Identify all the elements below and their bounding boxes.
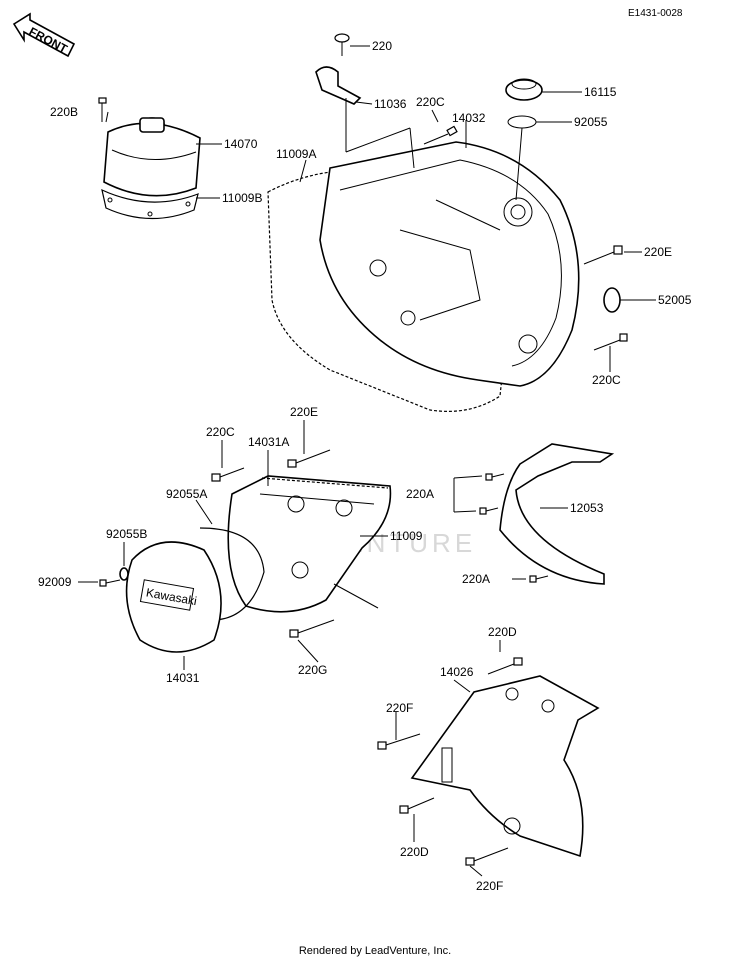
bolt-220D-top — [487, 657, 523, 675]
leader-lines — [78, 45, 656, 877]
label-220A-2: 220A — [462, 572, 490, 586]
label-52005: 52005 — [658, 293, 692, 307]
gasket-11009 — [261, 477, 389, 489]
label-92055: 92055 — [574, 115, 608, 129]
filler-cap-16115 — [505, 78, 543, 101]
label-14070: 14070 — [224, 137, 258, 151]
label-220D-top: 220D — [488, 625, 517, 639]
label-11009B: 11009B — [222, 191, 262, 205]
label-14032: 14032 — [452, 111, 486, 125]
label-12053: 12053 — [570, 501, 604, 515]
crankcase-cover-14032 — [319, 141, 580, 387]
bolt-220A-2 — [479, 507, 499, 515]
gasket-92055A — [199, 527, 265, 621]
label-11009: 11009 — [390, 529, 423, 543]
bolt-220A-3 — [529, 575, 549, 583]
label-220E-right: 220E — [644, 245, 672, 259]
clamp-11036 — [315, 66, 362, 105]
cover-14070 — [101, 117, 201, 220]
bolt-220F-top — [377, 733, 421, 750]
plug-52005 — [603, 287, 621, 313]
label-14031A: 14031A — [248, 435, 289, 449]
label-220D-bottom: 220D — [400, 845, 429, 859]
o-ring-92055 — [507, 115, 537, 129]
bolt-220E-right — [583, 245, 623, 265]
bolt-92009 — [99, 579, 121, 587]
sprocket-cover-14026 — [410, 675, 600, 858]
label-220B: 220B — [50, 105, 78, 119]
reference-code: E1431-0028 — [628, 8, 683, 19]
bolt-220-top — [334, 33, 350, 56]
front-arrow-icon: FRONT — [12, 12, 76, 58]
label-16115: 16115 — [584, 85, 617, 99]
bolt-220F-bottom — [465, 847, 509, 866]
cover-14031A — [227, 475, 392, 613]
bolt-220C-top — [423, 125, 458, 145]
label-220F-top: 220F — [386, 701, 413, 715]
label-220F-bottom: 220F — [476, 879, 503, 893]
washer-92055B — [119, 567, 129, 581]
label-92055A: 92055A — [166, 487, 207, 501]
label-220C-right: 220C — [592, 373, 621, 387]
bolt-220C-right — [593, 333, 628, 351]
cover-14031: Kawasaki — [125, 541, 222, 653]
bolt-220B — [98, 97, 107, 122]
chain-guard-12053 — [499, 443, 615, 585]
bolt-220C-left — [211, 467, 245, 482]
label-220C-top: 220C — [416, 95, 445, 109]
bolt-220E-left — [287, 449, 331, 468]
label-220-top: 220 — [372, 39, 392, 53]
label-220A-1: 220A — [406, 487, 434, 501]
label-220E-left: 220E — [290, 405, 318, 419]
label-220G: 220G — [298, 663, 327, 677]
bolt-220D-bottom — [399, 797, 435, 814]
footer-credit: Rendered by LeadVenture, Inc. — [298, 945, 452, 957]
label-14031: 14031 — [166, 671, 200, 685]
label-11036: 11036 — [374, 97, 407, 111]
label-14026: 14026 — [440, 665, 474, 679]
label-92009: 92009 — [38, 575, 72, 589]
label-92055B: 92055B — [106, 527, 147, 541]
front-label: FRONT — [27, 24, 71, 56]
bolt-220G — [289, 619, 335, 638]
label-220C-left: 220C — [206, 425, 235, 439]
label-11009A: 11009A — [276, 147, 316, 161]
bolt-220A-1 — [485, 473, 505, 481]
